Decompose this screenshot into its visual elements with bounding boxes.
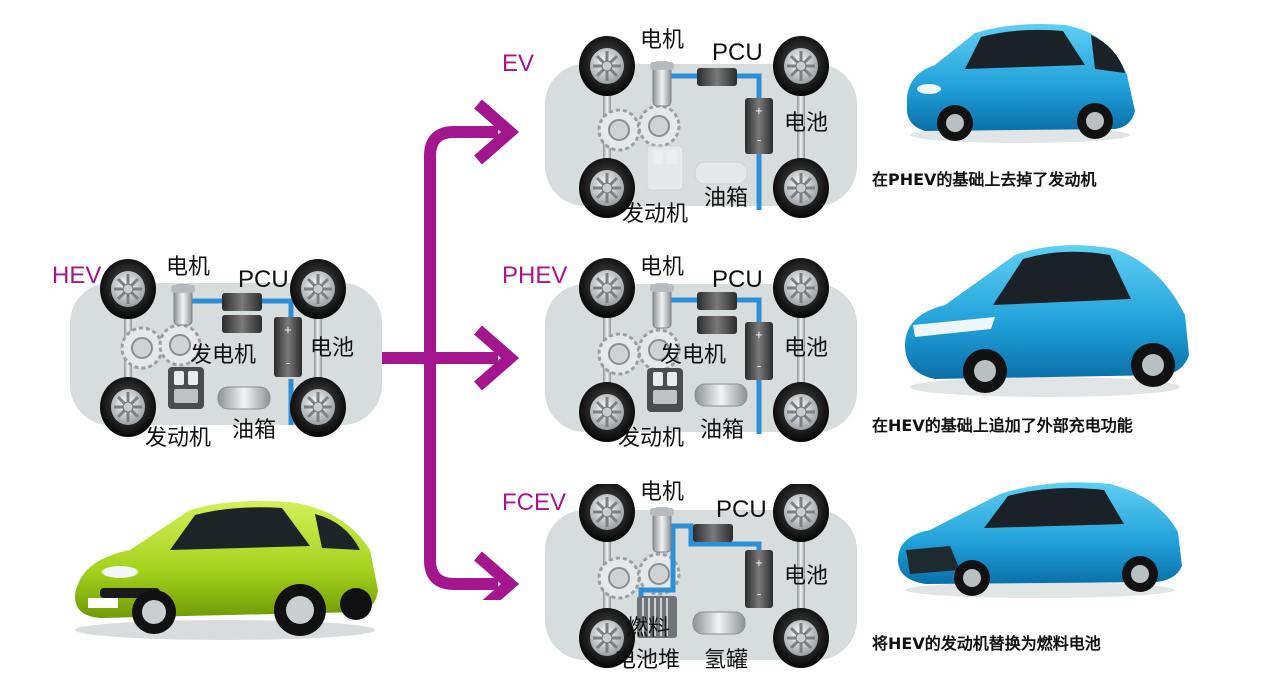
phev-battery-label: 电池 [784,336,829,361]
hev-diagram: + - [70,255,390,455]
hev-drivetrain: + - [70,257,382,439]
ev-battery-label: 电池 [784,111,829,136]
fcev-battery-label: 电池 [784,564,829,589]
svg-text:-: - [757,133,761,147]
hev-pcu-label: PCU [238,266,289,293]
hev-engine-label: 发动机 [145,426,212,451]
phev-engine-label: 发动机 [618,426,685,451]
hev-pcu-icon [222,293,262,333]
fcev-fuel-cell-icon [637,596,677,638]
fcev-pcu-label: PCU [716,496,767,523]
ev-description: 在PHEV的基础上去掉了发动机 [872,170,1097,189]
svg-text:+: + [755,558,763,569]
svg-text:+: + [755,330,763,341]
fcev-description: 将HEV的发动机替换为燃料电池 [872,634,1101,653]
fcev-motor-icon [650,507,674,553]
hev-wheel-icon [98,257,158,321]
svg-text:-: - [286,356,290,370]
ev-motor-label: 电机 [640,28,685,53]
svg-text:-: - [757,587,761,601]
hev-tank-icon [217,386,271,410]
ev-drivetrain: + - [545,34,857,220]
hev-gear-icon [120,326,164,370]
phev-pcu-label: PCU [712,266,763,293]
fcev-motor-label: 电机 [640,480,685,505]
fcev-car-image [898,482,1182,598]
fcev-hydrogen-tank-label: 氢罐 [704,648,749,673]
hev-type-label: HEV [52,262,102,289]
ev-pcu-label: PCU [712,39,763,66]
hev-car-image [74,501,379,640]
phev-engine-icon [647,368,683,412]
phev-diagram: + - [545,258,865,448]
arrow-to-phev-icon [474,325,520,391]
fcev-diagram: + - [545,484,865,674]
hev-engine-icon [168,367,204,409]
ev-tank-icon [694,161,748,185]
phev-tank-label: 油箱 [700,418,745,443]
phev-motor-label: 电机 [640,255,685,280]
hev-motor-icon [171,284,195,326]
ev-engine-icon [646,145,684,191]
phev-car-image [905,245,1189,397]
phev-tank-icon [694,383,748,407]
hev-generator-label: 发电机 [190,343,257,368]
ev-battery-icon: + - [745,98,773,154]
branch-arrows [382,100,520,600]
phev-description: 在HEV的基础上追加了外部充电功能 [872,416,1133,435]
hev-tank-label: 油箱 [232,418,277,443]
phev-type-label: PHEV [502,262,568,289]
svg-text:+: + [755,106,763,117]
arrow-to-ev-icon [474,100,520,165]
ev-diagram: + - [545,32,865,222]
fcev-pcu-icon [693,524,733,542]
arrow-to-fcev-icon [474,551,520,600]
ev-engine-label: 发动机 [622,202,689,227]
fcev-type-label: FCEV [502,489,567,516]
fcev-hydrogen-tank-icon [692,611,746,635]
hev-motor-label: 电机 [166,255,211,280]
ev-pcu-icon [697,68,737,86]
fcev-battery-icon: + - [745,550,773,608]
hev-battery-label: 电池 [310,336,355,361]
ev-tank-label: 油箱 [704,186,749,211]
fcev-fuel-cell-label-2: 电池堆 [614,648,681,673]
fcev-fuel-cell-label-1: 燃料 [626,616,671,641]
phev-pcu-icon [697,292,737,334]
phev-motor-icon [650,283,674,329]
fcev-drivetrain: + - [545,484,857,670]
hev-battery-icon: + - [274,317,302,377]
phev-drivetrain: + - [545,258,857,444]
svg-text:+: + [284,325,292,336]
ev-type-label: EV [502,50,535,77]
phev-generator-label: 发电机 [660,343,727,368]
ev-car-image [906,24,1135,143]
phev-battery-icon: + - [745,322,773,380]
svg-text:-: - [757,359,761,373]
ev-motor-icon [650,61,674,107]
